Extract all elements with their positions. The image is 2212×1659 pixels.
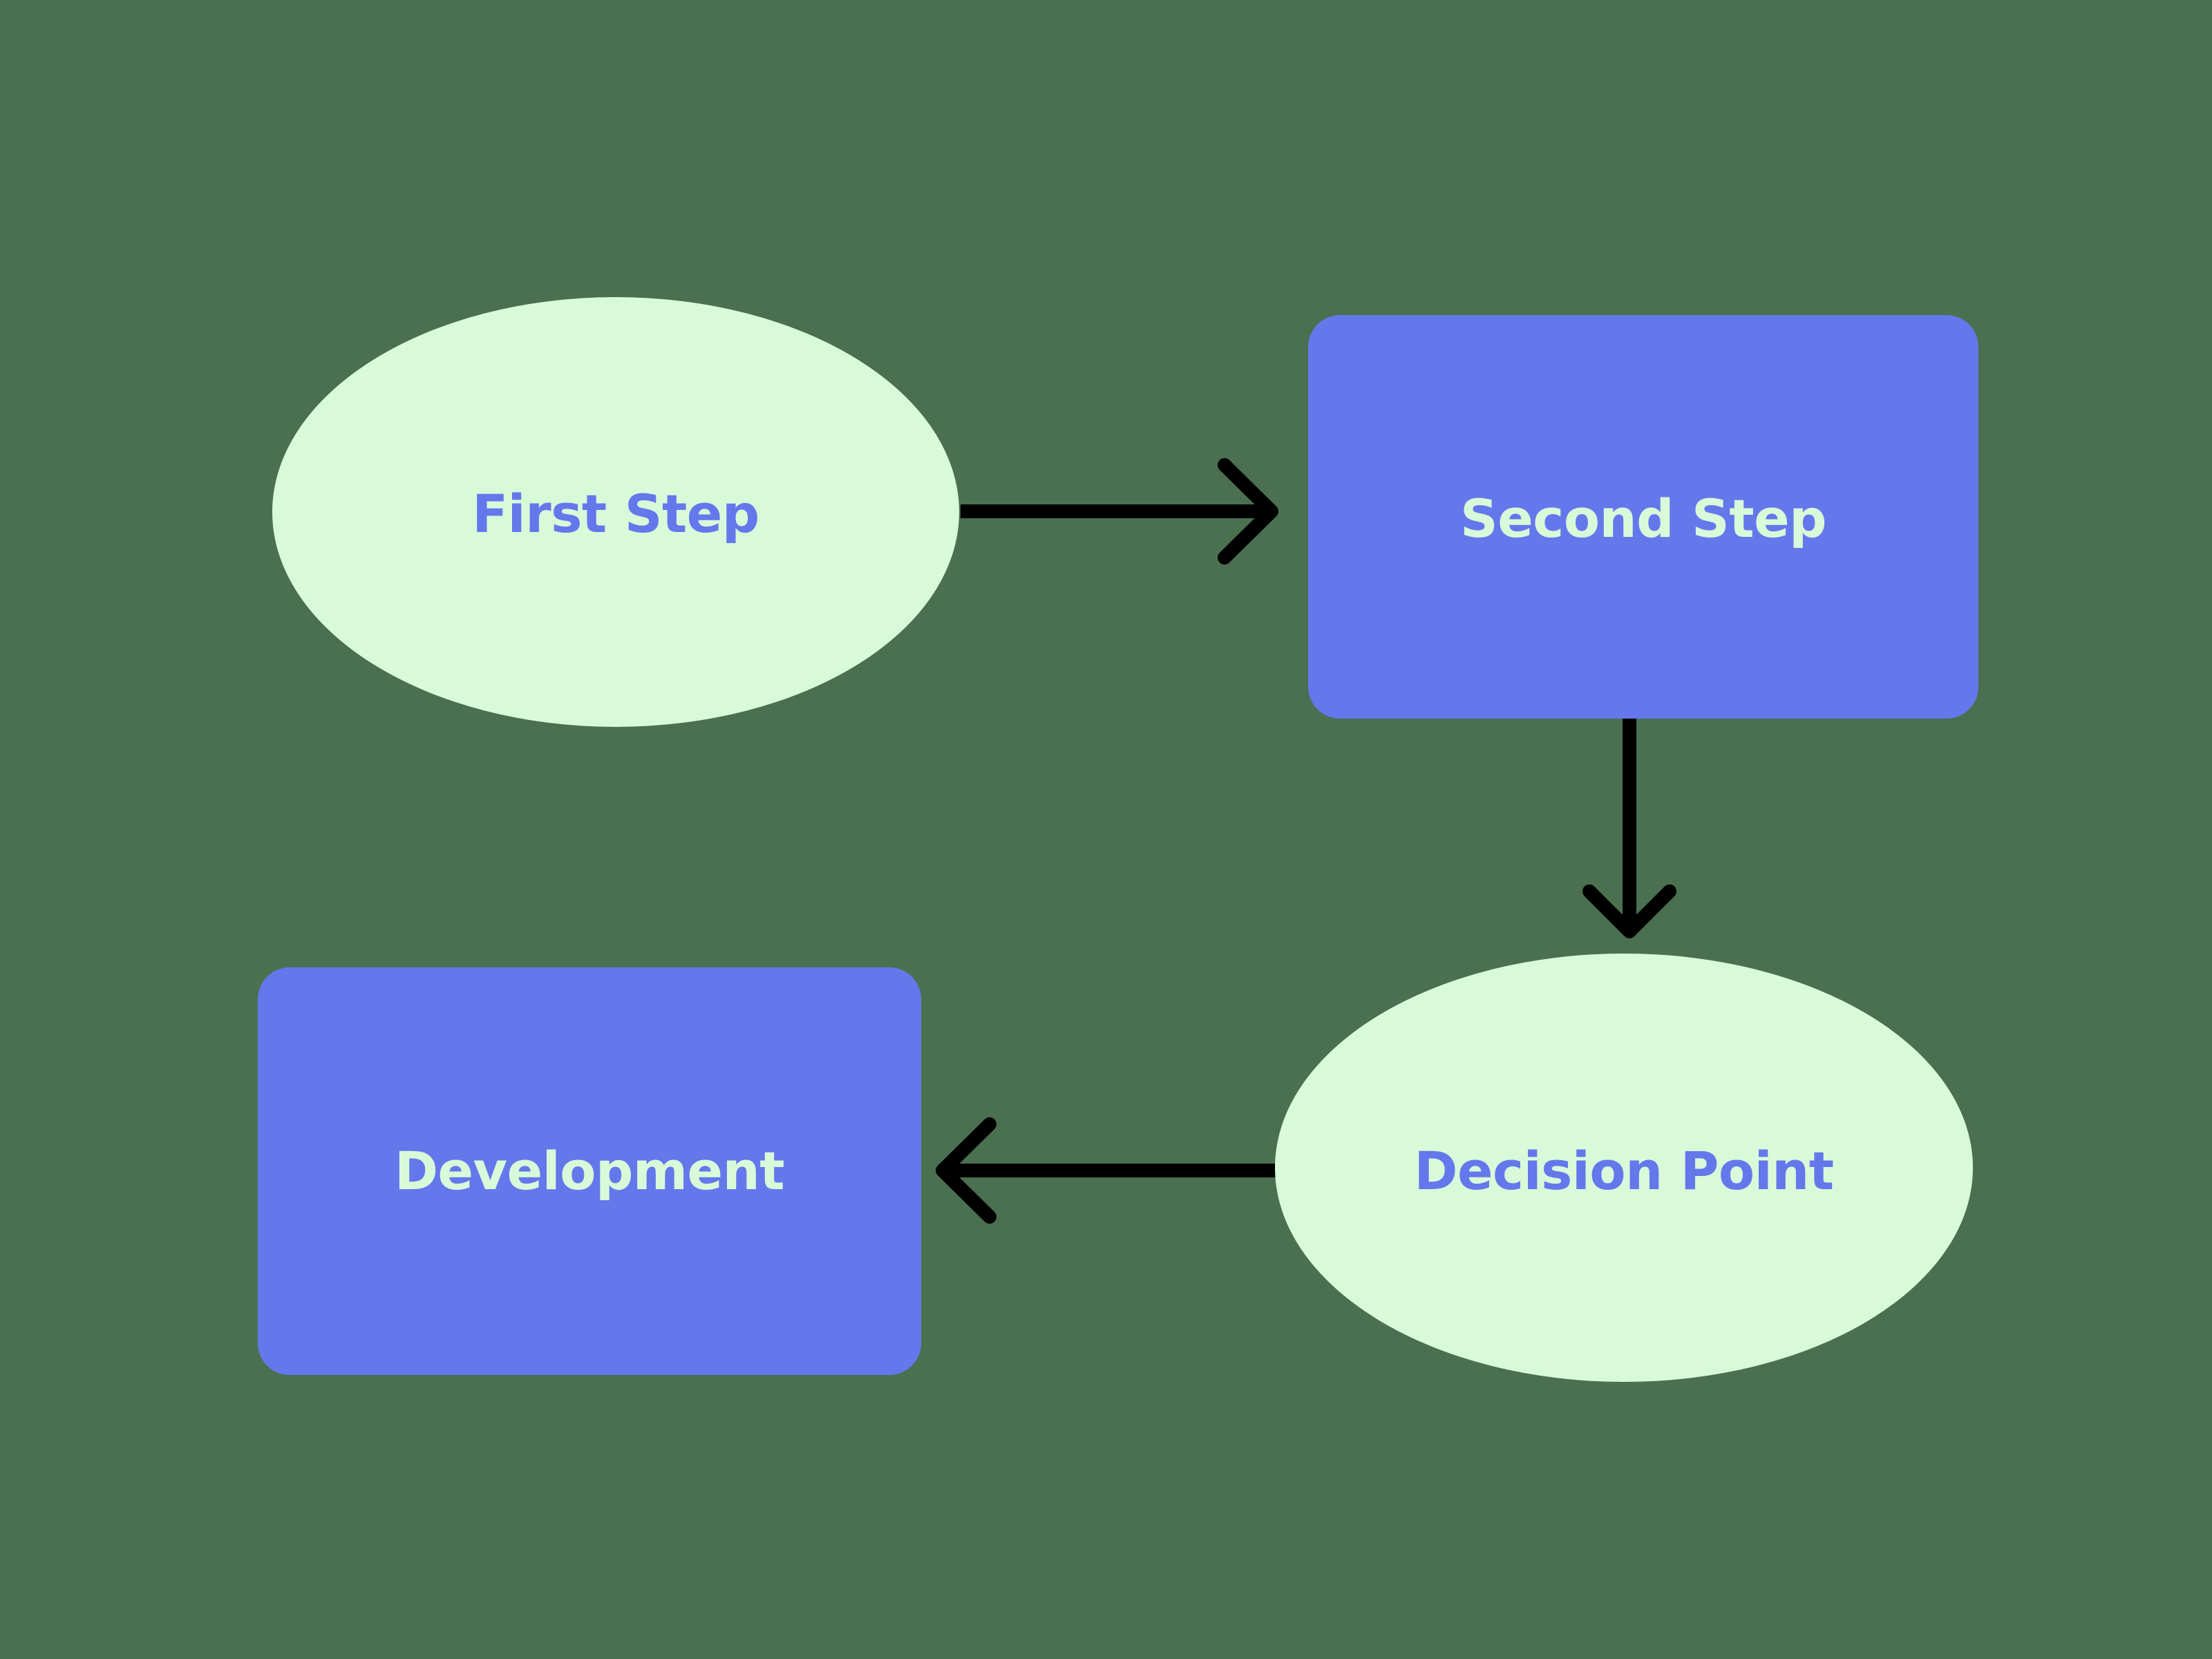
node-label: Second Step <box>1460 488 1826 549</box>
node-second-step[interactable]: Second Step <box>1308 315 1978 719</box>
edge-first-step-to-second-step[interactable] <box>961 458 1278 565</box>
edge-decision-point-to-development[interactable] <box>936 1117 1277 1224</box>
arrowhead-left-icon <box>936 1117 996 1224</box>
arrowhead-down-icon <box>1582 884 1676 938</box>
node-first-step[interactable]: First Step <box>272 297 959 727</box>
node-label: First Step <box>472 483 759 544</box>
node-shape-rounded-rect <box>1308 315 1978 719</box>
edge-second-step-to-decision-point[interactable] <box>1582 719 1676 938</box>
node-label: Development <box>395 1140 784 1202</box>
node-shape-ellipse <box>1275 954 1973 1382</box>
node-label: Decision Point <box>1414 1140 1833 1202</box>
node-decision-point[interactable]: Decision Point <box>1275 954 1973 1382</box>
arrowhead-right-icon <box>1218 458 1278 565</box>
node-development[interactable]: Development <box>258 967 921 1375</box>
node-shape-ellipse <box>272 297 959 727</box>
node-shape-rounded-rect <box>258 967 921 1375</box>
